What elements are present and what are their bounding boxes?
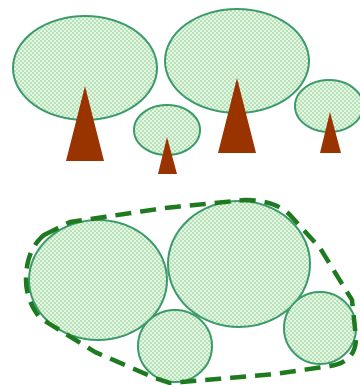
bottom-canopy-group	[26, 200, 356, 383]
canopy-cluster-icon	[138, 310, 212, 382]
tree-icon	[134, 105, 200, 174]
top-tree-group	[13, 9, 360, 174]
canopy-cluster-icon	[168, 201, 310, 327]
canopy-cluster-icon	[284, 292, 356, 364]
tree-icon	[295, 80, 360, 153]
